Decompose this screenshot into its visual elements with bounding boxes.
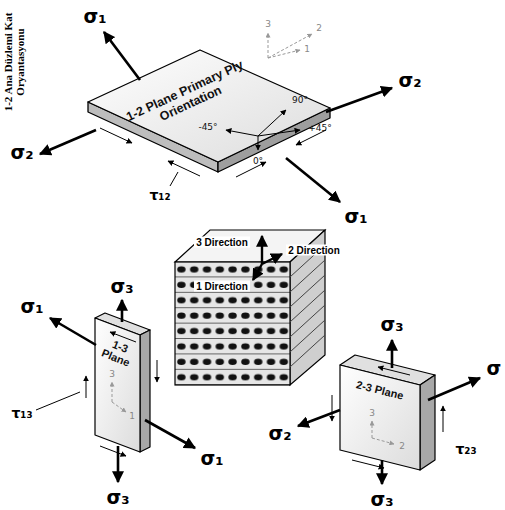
direction-label: 2 Direction [286, 245, 342, 256]
plane-plate [95, 313, 150, 452]
laminate-cube: 3 Direction 2 Direction 1 Direction [170, 222, 340, 392]
axis-number: 3 [109, 370, 115, 380]
ply-plate [88, 50, 330, 172]
shear-arrows [36, 332, 157, 456]
axis-triad [372, 421, 394, 444]
axis-number: 3 [265, 20, 271, 30]
stress-symbol: σ₁ [83, 6, 106, 27]
plane-plate [340, 355, 435, 470]
direction-arrows [253, 236, 282, 280]
plane-label: 1-3 Plane [93, 333, 143, 372]
axis-number: 2 [316, 24, 322, 34]
stress-symbol: τ₂₃ [455, 442, 476, 457]
stress-symbol: σ₃ [370, 489, 393, 510]
stress-symbol: σ₁ [344, 206, 367, 227]
axis-number: 3 [369, 409, 375, 419]
axis-triad [268, 33, 312, 58]
stress-symbol: σ₂ [398, 70, 421, 91]
angle-label: 90° [292, 96, 308, 106]
plane-plate: 1-3 Plane [93, 333, 143, 372]
shear-arrows [100, 128, 326, 186]
plane-plate: 2-3 Plane [341, 375, 420, 406]
direction-label: 1 Direction [194, 281, 250, 292]
stress-arrows [298, 340, 480, 484]
angle-label: -45° [198, 123, 217, 133]
angle-label: 0° [253, 157, 263, 167]
stress-symbol: σ₂ [268, 423, 291, 444]
direction-label: 3 Direction [194, 237, 250, 248]
stress-arrows [40, 32, 392, 202]
stress-symbol: σ₃ [380, 314, 403, 335]
stress-symbol: σ₁ [20, 296, 43, 317]
axis-triad [112, 382, 126, 412]
plane-plate: 1-2 Plane Primary Ply Orientation [123, 58, 252, 138]
stress-symbol: σ₁ [200, 448, 223, 469]
stress-symbol: τ₁₂ [149, 188, 170, 203]
stress-symbol: σ₂ [10, 142, 33, 163]
stress-symbol: σ₃ [110, 276, 133, 297]
shear-arrows [332, 367, 443, 468]
stress-symbol: σ₃ [106, 487, 129, 508]
stress-arrows [50, 300, 195, 482]
ply-angles [226, 110, 300, 150]
plane-label: 1-2 Plane Primary Ply Orientation [123, 58, 252, 138]
side-title: 1-2 Ana Düzlemi Kat Oryantasyonu [2, 12, 26, 112]
axis-number: 1 [129, 412, 135, 422]
axis-number: 2 [399, 442, 405, 452]
axis-number: 1 [304, 45, 310, 55]
plane-label: 2-3 Plane [341, 375, 420, 406]
angle-label: +45° [308, 124, 332, 134]
stress-symbol: τ₁₃ [11, 406, 32, 421]
stress-symbol: σ [487, 358, 502, 379]
